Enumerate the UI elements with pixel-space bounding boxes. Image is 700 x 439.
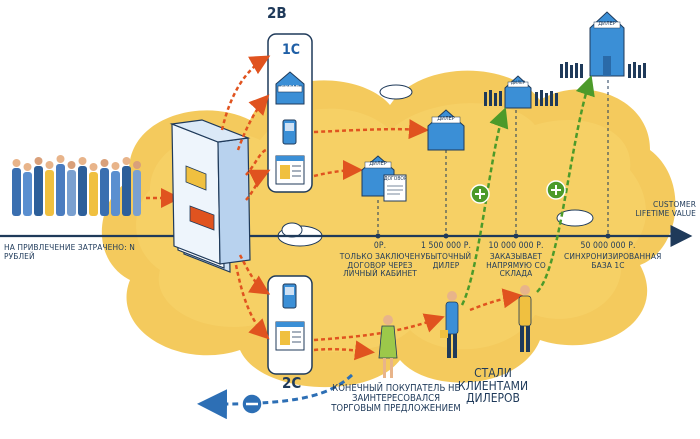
milestone-2-caption: заказывает напрямую со склада [486, 251, 546, 279]
lost-buyer-arrow [197, 373, 354, 420]
warehouse-icon [275, 71, 305, 105]
milestone-0-caption: только заключен договор через личный каб… [339, 251, 421, 279]
timeline-ticks [375, 233, 611, 239]
dealer-sign-0: дилер [369, 161, 387, 167]
segment-b2b-label: 2B [267, 4, 287, 22]
acquisition-cost-label: На привлечение затрачено: N рублей [4, 242, 135, 261]
milestone-1-caption: убыточный дилер [420, 251, 472, 270]
crowd-people [12, 155, 141, 216]
dealer-crowd-2 [484, 90, 558, 106]
segment-b2c-label: 2C [282, 374, 302, 392]
became-clients-label: Стали клиентами дилеров [457, 366, 529, 406]
milestone-2-value: 10 000 000 р. [488, 241, 544, 251]
webpage-icon [275, 155, 305, 185]
dealer-house-2 [504, 75, 532, 109]
dealer-sign-3: дилер [598, 21, 616, 27]
white-cloud-3 [556, 209, 594, 227]
milestone-3-caption: синхронизированная база 1С [564, 251, 662, 270]
mobile-phone-icon-2c [282, 283, 297, 309]
webpage-icon-2c [275, 321, 305, 351]
buyer-not-interested-label: Конечный покупатель не заинтересовался т… [331, 383, 461, 414]
dealer-house-3 [589, 11, 625, 77]
plus-badge-1 [470, 184, 490, 204]
dealer-contract-icon [361, 155, 407, 202]
catalog-to-panel-arrows [220, 55, 271, 340]
plus-badge-2 [546, 180, 566, 200]
end-buyer-person [378, 315, 398, 378]
warehouse-sign: склад [281, 85, 299, 91]
catalog-stack [169, 119, 251, 273]
dealer-sign-2: дилер [510, 81, 526, 86]
milestone-3-value: 50 000 000 р. [580, 241, 636, 251]
mobile-phone-icon [282, 119, 297, 145]
milestone-guides [377, 80, 609, 236]
milestone-0-value: 0р. [373, 241, 387, 251]
contract-sign: договор [384, 176, 407, 182]
dealer-sign-1: дилер [437, 116, 455, 122]
white-cloud-2 [379, 84, 413, 100]
growth-arrows [460, 75, 595, 306]
clv-label: Customer Lifetime Value [635, 199, 696, 218]
minus-badge [241, 393, 263, 415]
dealer-crowd-3 [560, 62, 646, 78]
dealer-house-1 [427, 109, 465, 151]
onec-logo: 1C [282, 42, 301, 58]
milestone-1-value: 1 500 000 р. [420, 241, 472, 251]
client-person-1 [440, 291, 459, 358]
client-person-2 [518, 285, 532, 352]
panel-to-dealer-arrows [313, 119, 523, 361]
